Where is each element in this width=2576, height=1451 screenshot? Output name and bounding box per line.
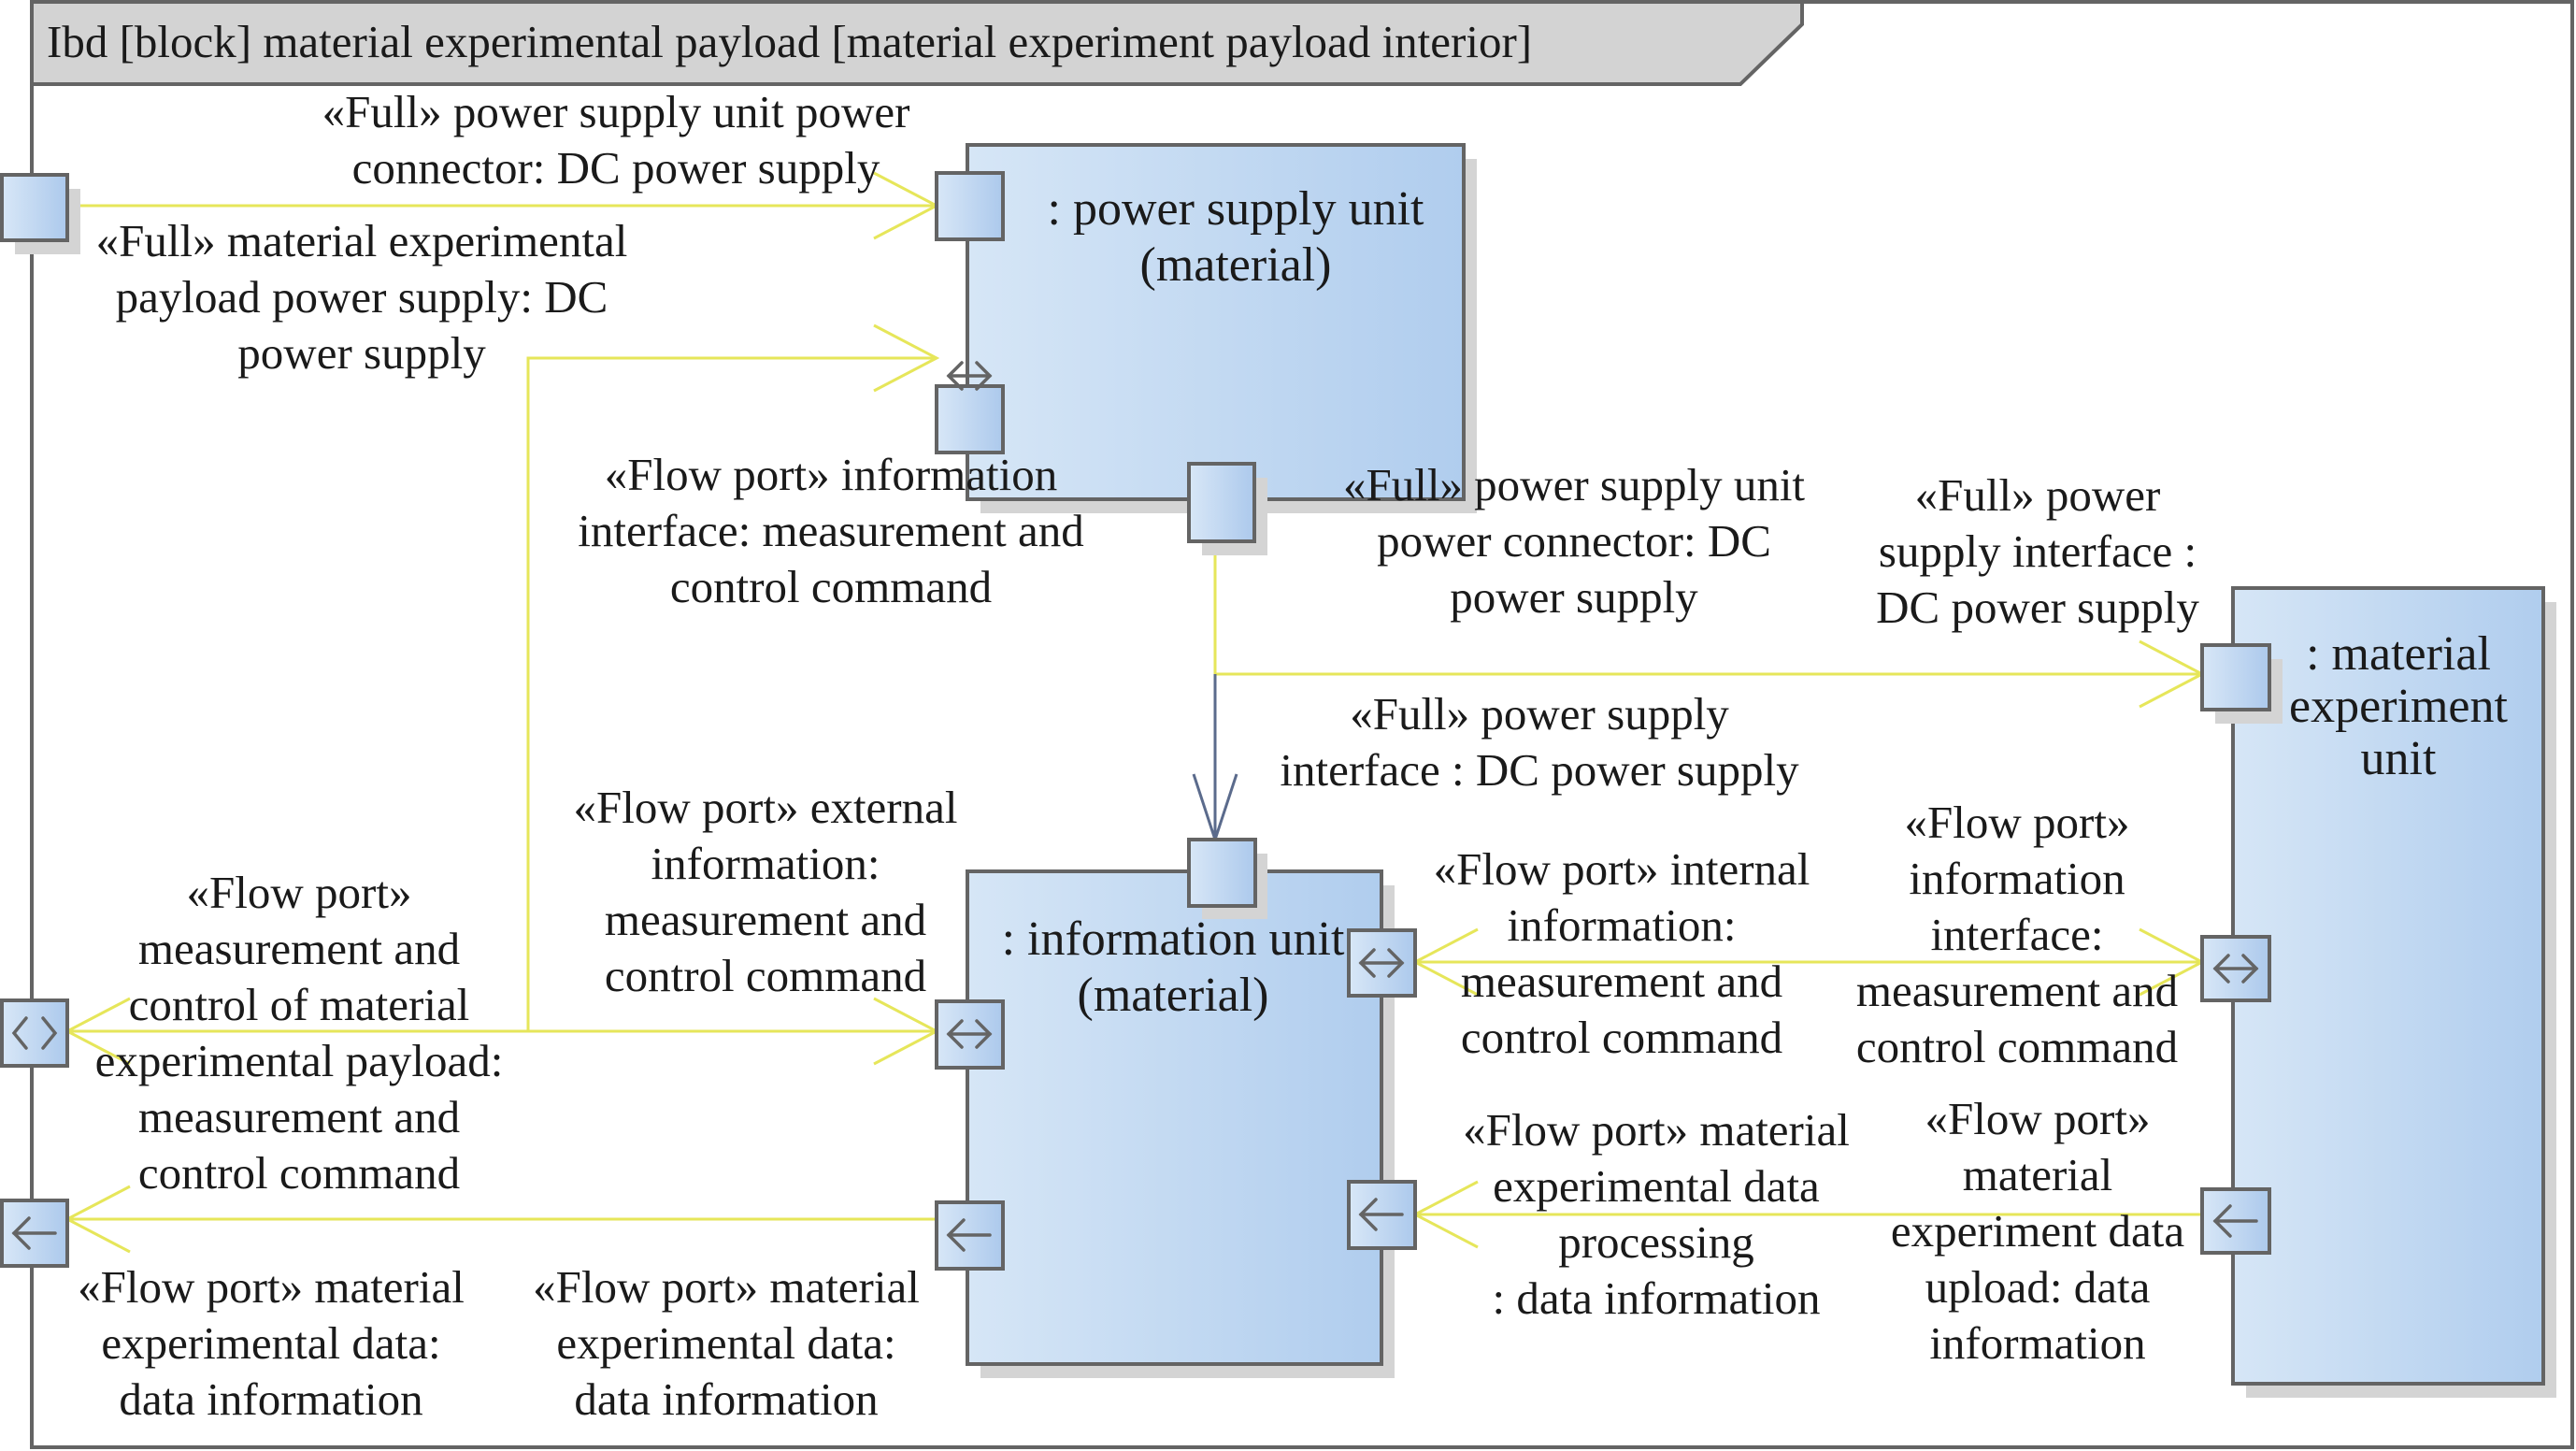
- bidirectional-arrow-icon: [1358, 948, 1405, 978]
- port-psu-power-in[interactable]: [935, 171, 1005, 241]
- block-information-unit[interactable]: [966, 869, 1383, 1366]
- port-psu-info[interactable]: [935, 384, 1005, 454]
- block-name-material-experiment-unit: : material experiment unit: [2289, 627, 2508, 785]
- label-iu-external-info: «Flow port» external information: measur…: [573, 782, 958, 1001]
- label-payload-meas-ctrl: «Flow port» measurement and control of m…: [94, 867, 504, 1199]
- port-psu-power-out[interactable]: [1187, 462, 1256, 543]
- label-meu-power-interface: «Full» power supply interface : DC power…: [1876, 469, 2199, 633]
- label-meu-data-upload: «Flow port» material experiment data upl…: [1890, 1093, 2185, 1369]
- label-meu-info-interface: «Flow port» information interface: measu…: [1855, 797, 2179, 1072]
- bidirectional-arrow-icon: [11, 1016, 58, 1050]
- bidirectional-arrow-icon: [2212, 954, 2259, 984]
- label-payload-exp-data: «Flow port» material experimental data: …: [78, 1261, 465, 1425]
- port-iu-power-in[interactable]: [1187, 838, 1257, 908]
- label-psu-power-connector-mid: «Full» power supply unit power connector…: [1342, 459, 1806, 623]
- block-power-supply-unit[interactable]: [966, 143, 1466, 501]
- frame-title-tab: [30, 0, 1804, 86]
- left-arrow-icon: [1358, 1198, 1404, 1231]
- block-material-experiment-unit[interactable]: [2231, 586, 2545, 1386]
- label-psu-info-interface: «Flow port» information interface: measu…: [578, 449, 1084, 612]
- left-arrow-icon: [946, 1218, 992, 1252]
- label-iu-internal-info: «Flow port» internal information: measur…: [1433, 843, 1810, 1063]
- label-psu-power-connector-top: «Full» power supply unit power connector…: [322, 86, 910, 194]
- connectors: [64, 171, 2206, 1254]
- label-payload-power-supply: «Full» material experimental payload pow…: [95, 215, 628, 379]
- left-arrow-icon: [2212, 1204, 2258, 1238]
- port-meu-power-in[interactable]: [2200, 643, 2271, 711]
- label-iu-power-interface: «Full» power supply interface : DC power…: [1280, 688, 1799, 796]
- label-iu-data-processing: «Flow port» material experimental data p…: [1463, 1104, 1850, 1324]
- block-name-information-unit: : information unit (material): [1001, 912, 1345, 1022]
- port-boundary-meas-ctrl[interactable]: [0, 998, 69, 1068]
- bidirectional-arrow-icon: [946, 361, 993, 391]
- port-boundary-power[interactable]: [0, 173, 69, 242]
- block-name-power-supply-unit: : power supply unit (material): [1047, 182, 1424, 292]
- connector-meas-ctrl-trunk[interactable]: [526, 356, 937, 1031]
- label-iu-exp-data: «Flow port» material experimental data: …: [533, 1261, 920, 1425]
- left-arrow-icon: [11, 1216, 57, 1250]
- frame-title: Ibd [block] material experimental payloa…: [47, 16, 1533, 67]
- arrowhead-open: [873, 323, 940, 393]
- bidirectional-arrow-icon: [946, 1019, 993, 1049]
